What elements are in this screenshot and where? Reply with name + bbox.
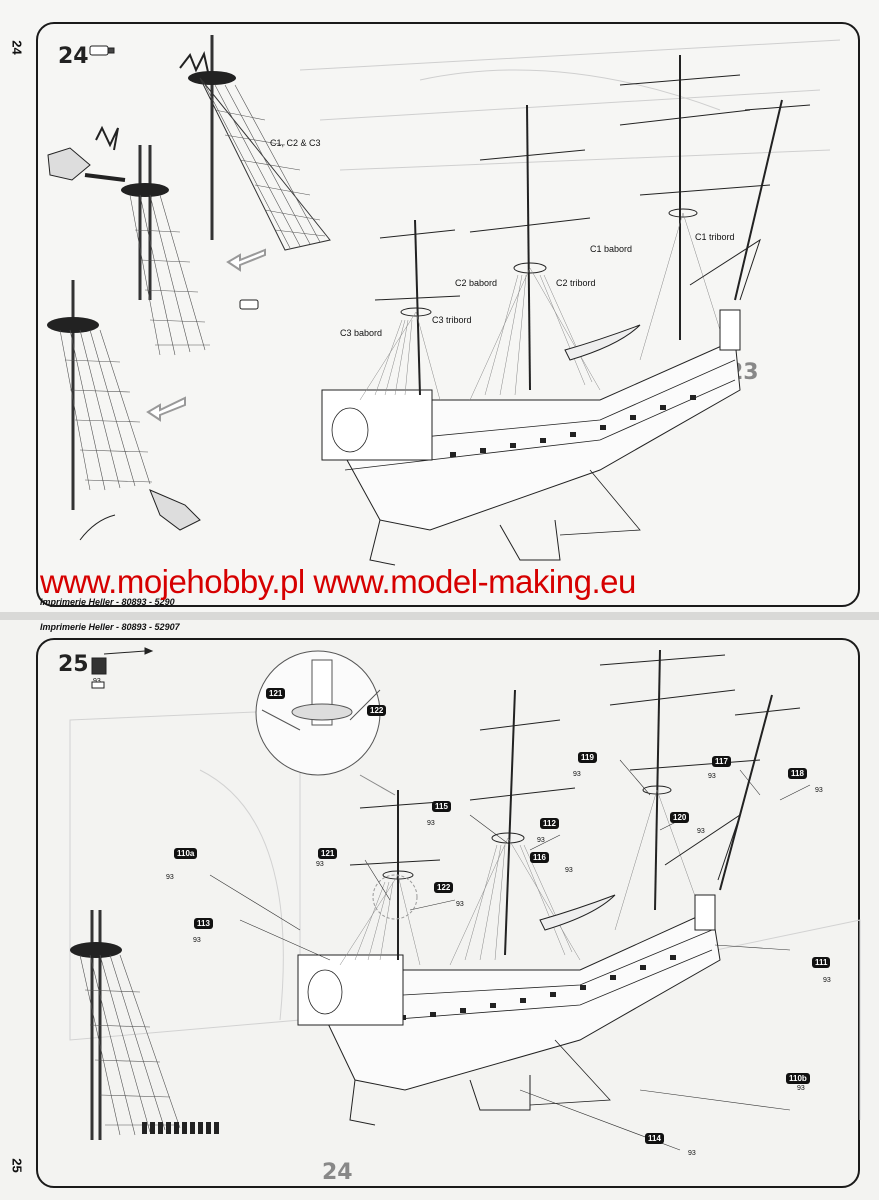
page-frame (36, 638, 860, 1188)
part-badge-117: 117 (712, 756, 731, 767)
shroud-net-diagram-3 (47, 280, 201, 541)
part-qty: 93 (823, 977, 831, 984)
part-badge-112: 112 (540, 818, 559, 829)
callout-c1-babord: C1 babord (590, 244, 633, 254)
ship-step-ref: 24 (322, 1160, 353, 1185)
ship-illustration (297, 649, 801, 1126)
part-qty: 93 (316, 861, 324, 868)
callout-c2-babord: C2 babord (455, 278, 498, 288)
printer-footer: Imprimerie Heller - 80893 - 5290 (40, 597, 175, 607)
ghost-background (299, 39, 841, 171)
paint-pot-icon (91, 657, 107, 689)
part-badge-111: 111 (812, 957, 831, 968)
printer-footer: Imprimerie Heller - 80893 - 52907 (40, 622, 180, 632)
shroud-net-diagram (70, 910, 219, 1140)
scissors-hand-icon (47, 125, 126, 182)
callout-c3-tribord: C3 tribord (432, 315, 472, 325)
part-qty: 93 (708, 773, 716, 780)
part-badge-118: 118 (788, 768, 807, 779)
ship-illustration (321, 55, 811, 566)
part-badge-110a: 110a (174, 848, 198, 859)
shroud-net-diagram-2 (121, 145, 210, 356)
part-badge-122: 122 (434, 882, 454, 893)
step-number: 25 (58, 652, 89, 677)
part-badge-122: 122 (367, 705, 387, 716)
detail-zoom-circle (255, 650, 396, 796)
step-number: 24 (58, 44, 89, 69)
part-qty: 93 (166, 874, 174, 881)
part-qty: 93 (797, 1085, 805, 1092)
page-24: 24 24 23 (0, 0, 879, 612)
page-frame (36, 22, 860, 607)
page-25: Imprimerie Heller - 80893 - 52907 25 25 … (0, 620, 879, 1200)
part-badge-110b: 110b (786, 1073, 810, 1084)
part-badge-121: 121 (318, 848, 338, 859)
shroud-net-diagram-1 (179, 35, 331, 251)
brush-icon (103, 647, 154, 655)
part-badge-116: 116 (530, 852, 549, 863)
part-badge-119: 119 (578, 752, 597, 763)
arrow-icon (226, 248, 266, 272)
part-badge-114: 114 (645, 1133, 664, 1144)
arrow-icon (146, 396, 186, 422)
part-qty: 93 (427, 820, 435, 827)
callout-c-all: C1, C2 & C3 (270, 138, 321, 148)
part-qty: 93 (537, 837, 545, 844)
part-qty: 93 (688, 1150, 696, 1157)
part-badge-120: 120 (670, 812, 690, 823)
rigging-diagram (47, 35, 841, 566)
watermark-text: www.mojehobby.pl www.model-making.eu (40, 563, 636, 600)
part-qty: 93 (815, 787, 823, 794)
part-qty: 93 (573, 771, 581, 778)
part-qty: 93 (697, 828, 705, 835)
callout-c1-tribord: C1 tribord (695, 232, 735, 242)
glue-tube-icon (89, 45, 115, 56)
part-qty: 93 (565, 867, 573, 874)
part-pointer-lines (209, 759, 811, 1151)
part-badge-115: 115 (432, 801, 451, 812)
part-badge-121: 121 (266, 688, 286, 699)
part-qty: 93 (456, 901, 464, 908)
rigging-diagram (69, 647, 861, 1151)
part-badge-113: 113 (194, 918, 213, 929)
callout-c3-babord: C3 babord (340, 328, 383, 338)
callout-c2-tribord: C2 tribord (556, 278, 596, 288)
glue-tube-icon (239, 299, 259, 310)
part-qty: 93 (193, 937, 201, 944)
